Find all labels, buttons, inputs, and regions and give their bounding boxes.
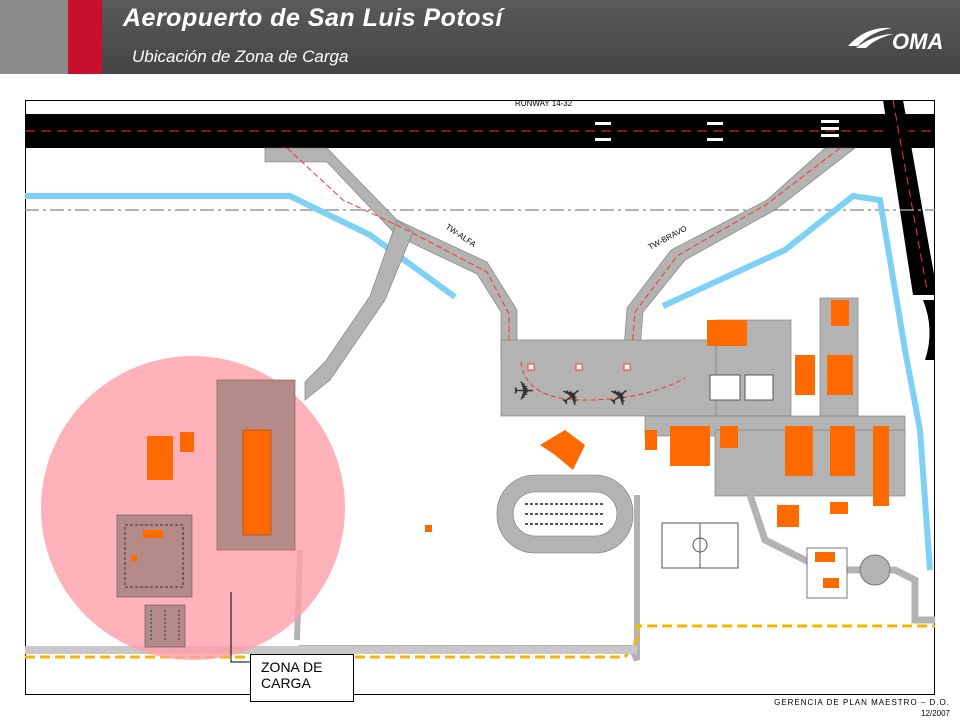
- cargo-zone-label-line1: ZONA DE: [261, 659, 323, 675]
- access-road: [746, 493, 935, 624]
- taxiway-bravo-line: [630, 147, 841, 363]
- terminal-building: [707, 320, 747, 346]
- landside-building: [670, 426, 710, 466]
- secondary-runway: [883, 100, 935, 295]
- taxiway-alfa-line: [286, 147, 510, 362]
- water-channel-right: [661, 192, 933, 571]
- cargo-zone-highlight: [41, 356, 345, 660]
- sports-field-circle: [692, 537, 708, 553]
- page-subtitle: Ubicación de Zona de Carga: [132, 47, 349, 66]
- parking-building: [815, 552, 835, 562]
- parking-structure: [806, 547, 848, 599]
- cargo-building: [242, 429, 272, 536]
- runway-marking: [821, 127, 839, 130]
- main-apron: [500, 339, 717, 417]
- runway-marking: [707, 138, 723, 141]
- oma-logo: OMA: [848, 27, 943, 54]
- airport-map: RUNWAY 14-32 TW-ALFA TW-BRAVO ✈ ✈ ✈: [25, 100, 935, 695]
- runway-marking: [595, 122, 611, 125]
- facility-building: [147, 436, 173, 480]
- service-building: [795, 355, 815, 395]
- landside-building: [873, 426, 889, 506]
- facility-building: [143, 530, 163, 538]
- facility-building: [131, 555, 137, 561]
- landside-building: [720, 426, 738, 448]
- header-bar: Aeropuerto de San Luis Potosí Ubicación …: [0, 0, 960, 74]
- terminal-star-building: [540, 430, 585, 470]
- footer-date: 12/2007: [921, 709, 950, 718]
- perimeter-road: [25, 646, 637, 654]
- gate-marker: [527, 363, 535, 371]
- runway-turn-pad: [923, 300, 935, 360]
- facility-building: [180, 432, 194, 452]
- service-building: [831, 300, 849, 326]
- gate-marker: [575, 363, 583, 371]
- page-title: Aeropuerto de San Luis Potosí: [123, 4, 503, 32]
- landside-building: [777, 505, 799, 527]
- landside-building: [830, 502, 848, 514]
- small-building: [425, 525, 432, 532]
- facility-compound: [116, 514, 193, 598]
- runway-marking: [821, 120, 839, 123]
- parking-building: [823, 578, 839, 588]
- runway-marking: [707, 122, 723, 125]
- footer-department: GERENCIA DE PLAN MAESTRO – D.O.: [774, 698, 950, 707]
- runway-marking: [821, 134, 839, 137]
- terminal-hall: [709, 374, 741, 401]
- service-building: [827, 355, 853, 395]
- cargo-zone-label-line2: CARGA: [261, 675, 311, 691]
- terminal-hall: [744, 374, 774, 401]
- runway-label: RUNWAY 14-32: [515, 100, 573, 108]
- cargo-zone-label: ZONA DE CARGA: [250, 654, 354, 702]
- landside-building: [830, 426, 855, 476]
- svg-text:OMA: OMA: [892, 29, 943, 54]
- landside-building: [785, 426, 813, 476]
- water-channel-left: [25, 193, 457, 300]
- apron-lead-in-line: [520, 361, 686, 401]
- gate-marker: [623, 363, 631, 371]
- landside-building: [645, 430, 657, 450]
- taxiway-to-cargo: [304, 219, 414, 401]
- roundabout: [859, 554, 891, 586]
- header-red-stripe: [68, 0, 102, 74]
- label-leader-line: [230, 592, 250, 663]
- runway-marking: [595, 138, 611, 141]
- header-grey-block: [0, 0, 68, 74]
- secondary-runway-centerline: [892, 100, 928, 291]
- aircraft-icon: ✈: [513, 376, 535, 406]
